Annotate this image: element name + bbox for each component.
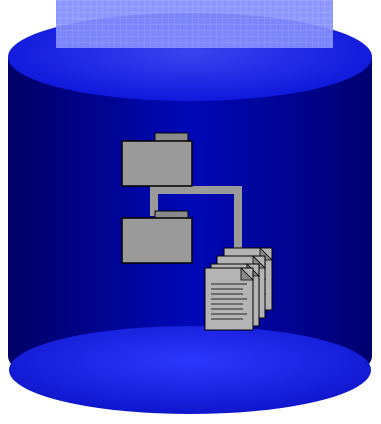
folder-icon — [121, 210, 193, 264]
cylinder-bottom — [9, 326, 371, 414]
folder-icon — [121, 132, 193, 187]
banner-overlay — [56, 0, 333, 48]
connector-lines — [150, 182, 242, 250]
document-stack-icon — [204, 247, 273, 331]
